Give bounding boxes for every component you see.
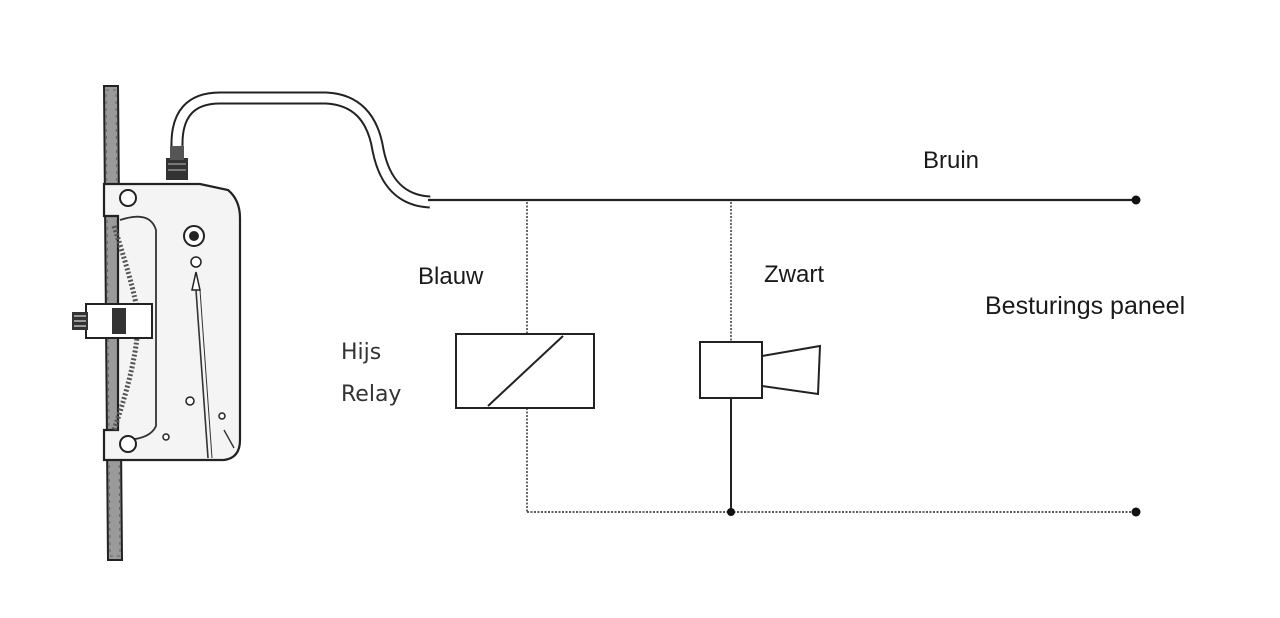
label-zwart: Zwart xyxy=(764,261,824,288)
wire-blauw xyxy=(526,202,1136,513)
horn-symbol xyxy=(699,341,822,399)
plunger-actuator xyxy=(72,303,153,339)
label-hijs: Hijs xyxy=(341,340,382,365)
label-blauw: Blauw xyxy=(418,263,484,290)
label-relay: Relay xyxy=(341,382,402,407)
door-switch-housing xyxy=(102,182,242,462)
terminal-bottom xyxy=(1131,507,1141,517)
label-besturings-paneel: Besturings paneel xyxy=(985,292,1186,320)
cable xyxy=(170,91,431,209)
junction-dot xyxy=(727,508,735,516)
terminal-top xyxy=(1131,195,1141,205)
cable-gland xyxy=(166,146,188,180)
label-bruin: Bruin xyxy=(923,147,980,174)
hijs-relay-symbol xyxy=(455,333,595,409)
